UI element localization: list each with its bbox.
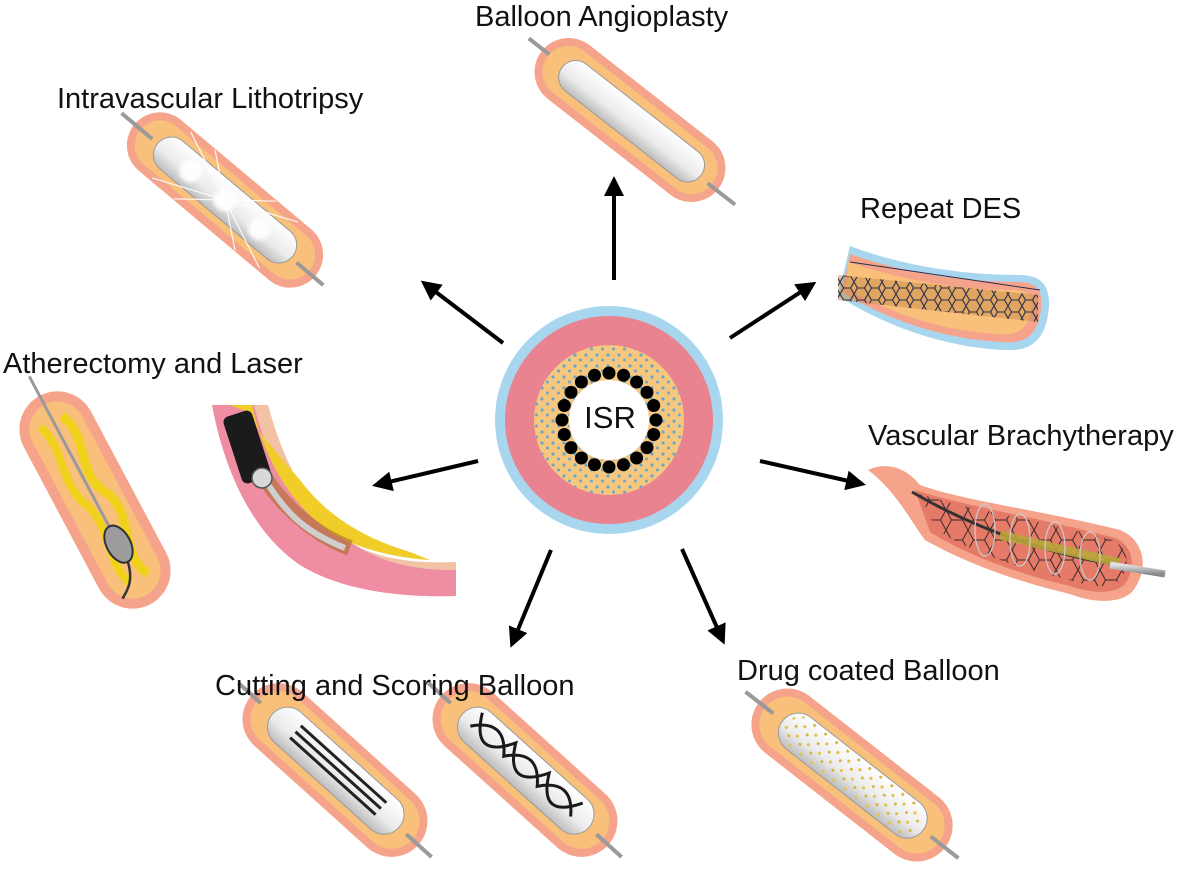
arrow-atherectomy-laser	[372, 459, 479, 492]
isr-cross-section	[495, 306, 723, 534]
label-intravascular-lithotripsy: Intravascular Lithotripsy	[57, 83, 364, 115]
stent-strut	[640, 385, 654, 399]
isr-label: ISR	[584, 400, 636, 435]
intravascular-lithotripsy-illustration	[120, 111, 325, 288]
stent-strut	[602, 366, 616, 380]
atherectomy-artery-illustration	[212, 405, 456, 597]
stent-strut	[640, 441, 654, 455]
stent-strut	[557, 399, 571, 412]
balloon-angioplasty-illustration	[527, 36, 737, 207]
atherectomy-vessel-illustration	[19, 375, 171, 609]
stent-strut	[564, 441, 578, 455]
stent-strut	[630, 375, 644, 389]
stent-strut	[602, 460, 616, 474]
arrow-drug-coated-balloon	[680, 548, 726, 645]
stent-strut	[647, 428, 661, 441]
stent-strut	[574, 375, 588, 389]
cutting-balloon-illustration	[237, 681, 433, 859]
vascular-brachytherapy-illustration	[868, 466, 1166, 601]
stent-strut	[555, 413, 569, 427]
stent-strut	[588, 458, 601, 472]
label-balloon-angioplasty: Balloon Angioplasty	[475, 1, 729, 33]
stent-strut	[647, 399, 661, 412]
repeat-des-illustration	[838, 246, 1050, 351]
label-repeat-des: Repeat DES	[860, 193, 1022, 225]
arrow-vascular-brachytherapy	[759, 459, 866, 491]
stent-strut	[617, 458, 630, 472]
arrow-cutting-scoring-balloon	[508, 549, 553, 648]
arrow-repeat-des	[728, 281, 817, 340]
stent-strut	[564, 385, 578, 399]
arrow-intravascular-lithotripsy	[420, 280, 505, 345]
stent-strut	[557, 428, 571, 441]
label-cutting-scoring-balloon: Cutting and Scoring Balloon	[215, 670, 575, 702]
scoring-balloon-illustration	[427, 681, 623, 859]
stent-strut	[649, 413, 663, 427]
label-vascular-brachytherapy: Vascular Brachytherapy	[868, 420, 1174, 452]
stent-struts	[555, 366, 663, 474]
drug-coated-balloon-illustration	[744, 688, 960, 862]
label-drug-coated-balloon: Drug coated Balloon	[737, 655, 1000, 687]
stent-strut	[617, 368, 630, 382]
stent-strut	[588, 368, 601, 382]
lumen	[569, 380, 649, 460]
stent-strut	[630, 451, 644, 465]
arrows	[372, 176, 866, 648]
stent-strut	[574, 451, 588, 465]
label-atherectomy-laser: Atherectomy and Laser	[3, 348, 303, 380]
